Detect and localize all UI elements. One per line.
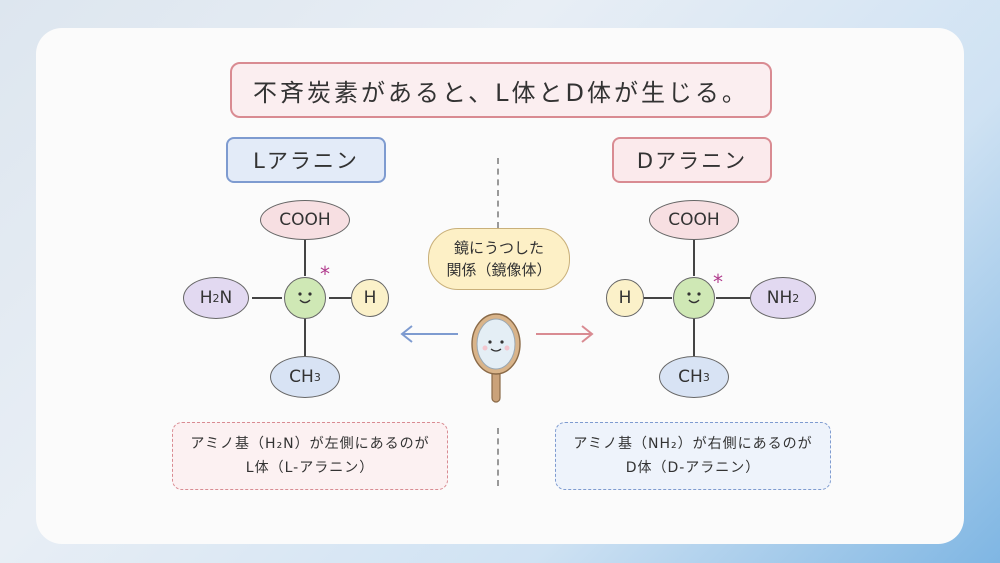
amino-sub-d: 2 bbox=[792, 291, 800, 305]
l-alanine-description: アミノ基（H₂N）が左側にあるのが L体（L-アラニン） bbox=[172, 422, 448, 490]
bond-bottom-l bbox=[304, 318, 306, 356]
mirror-line-bottom bbox=[497, 428, 499, 486]
amino-sub-l: 2 bbox=[212, 291, 220, 305]
l-alanine-label: Lアラニン bbox=[226, 137, 386, 183]
arrow-left-icon bbox=[400, 325, 458, 343]
chiral-star-d: * bbox=[713, 270, 723, 294]
bubble-line-2: 関係（鏡像体） bbox=[446, 261, 552, 279]
amino-text-l: H bbox=[199, 288, 213, 308]
d-alanine-description: アミノ基（NH₂）が右側にあるのが D体（D-アラニン） bbox=[555, 422, 831, 490]
chiral-carbon-l bbox=[284, 277, 326, 319]
bubble-line-1: 鏡にうつした bbox=[453, 239, 544, 257]
smile-face-icon bbox=[687, 292, 701, 304]
methyl-text-d: CH bbox=[678, 367, 703, 387]
bond-top-l bbox=[304, 240, 306, 276]
chiral-carbon-d bbox=[673, 277, 715, 319]
bond-top-d bbox=[693, 240, 695, 276]
chiral-star-l: * bbox=[320, 262, 330, 286]
mirror-line-top bbox=[497, 158, 499, 228]
methyl-sub-d: 3 bbox=[702, 370, 710, 384]
hydrogen-d: H bbox=[606, 279, 644, 317]
l-desc-line-2: L体（L-アラニン） bbox=[245, 460, 375, 476]
page-title: 不斉炭素があると、L体とD体が生じる。 bbox=[230, 62, 772, 118]
bond-right-l bbox=[329, 297, 351, 299]
hand-mirror-icon bbox=[471, 313, 521, 403]
arrow-right-icon bbox=[536, 325, 594, 343]
cooh-group-l: COOH bbox=[260, 200, 350, 240]
methyl-sub-l: 3 bbox=[313, 370, 321, 384]
amino-tail-l: N bbox=[219, 288, 233, 308]
d-alanine-label: Dアラニン bbox=[612, 137, 772, 183]
hydrogen-l: H bbox=[351, 279, 389, 317]
d-desc-line-1: アミノ基（NH₂）が右側にあるのが bbox=[573, 436, 813, 452]
bond-left-d bbox=[644, 297, 672, 299]
d-desc-line-2: D体（D-アラニン） bbox=[625, 460, 761, 476]
smile-face-icon bbox=[298, 292, 312, 304]
bond-bottom-d bbox=[693, 318, 695, 356]
amino-text-d: NH bbox=[766, 288, 793, 308]
mirror-speech-bubble: 鏡にうつした 関係（鏡像体） bbox=[428, 228, 570, 290]
methyl-text-l: CH bbox=[289, 367, 314, 387]
bond-left-l bbox=[252, 297, 282, 299]
cooh-group-d: COOH bbox=[649, 200, 739, 240]
bond-right-d bbox=[716, 297, 750, 299]
l-desc-line-1: アミノ基（H₂N）が左側にあるのが bbox=[190, 436, 430, 452]
